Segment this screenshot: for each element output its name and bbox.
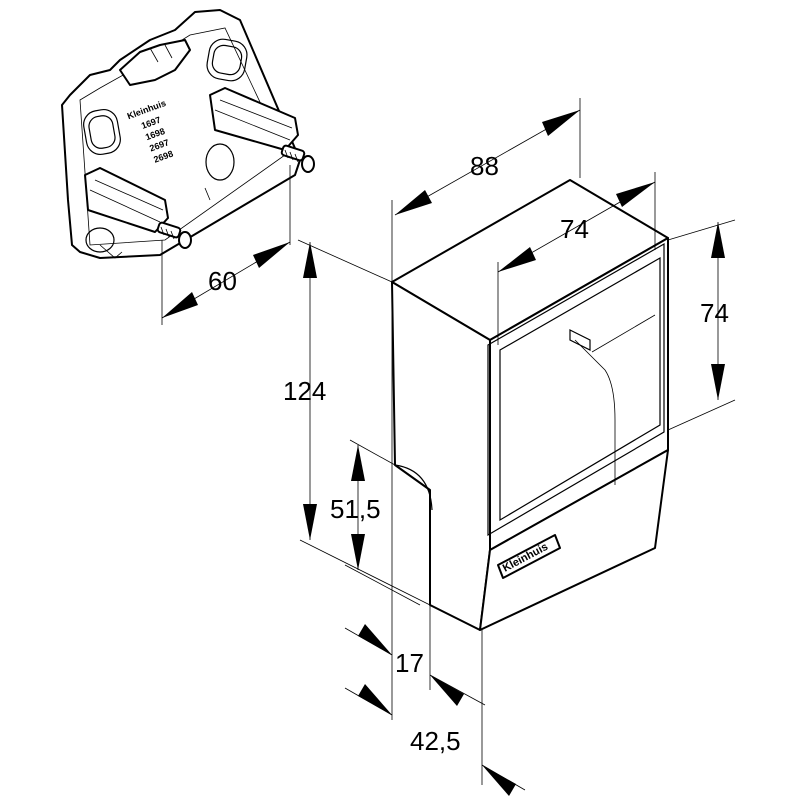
dimension-74-width: 74 — [497, 172, 656, 345]
dimension-74-height: 74 — [667, 219, 736, 431]
dimension-124: 124 — [283, 239, 431, 606]
dimension-42-5: 42,5 — [344, 630, 526, 796]
dimension-88-label: 88 — [470, 151, 499, 181]
dimension-74-height-label: 74 — [700, 298, 729, 328]
dimension-17: 17 — [344, 290, 486, 720]
screw-lower — [156, 221, 192, 249]
mounting-plate: Kleinhuis 1697 1698 2697 2698 — [61, 9, 315, 259]
dimension-60-label: 60 — [208, 266, 237, 296]
dimension-60: 60 — [161, 165, 291, 325]
dimension-42-5-label: 42,5 — [410, 726, 461, 756]
dimension-124-label: 124 — [283, 376, 326, 406]
dimension-17-label: 17 — [395, 648, 424, 678]
dimension-51-5: 51,5 — [330, 439, 421, 606]
dimension-74-width-label: 74 — [560, 214, 589, 244]
dimension-51-5-label: 51,5 — [330, 494, 381, 524]
screw-upper — [280, 144, 315, 173]
dimension-88: 88 — [391, 98, 581, 282]
